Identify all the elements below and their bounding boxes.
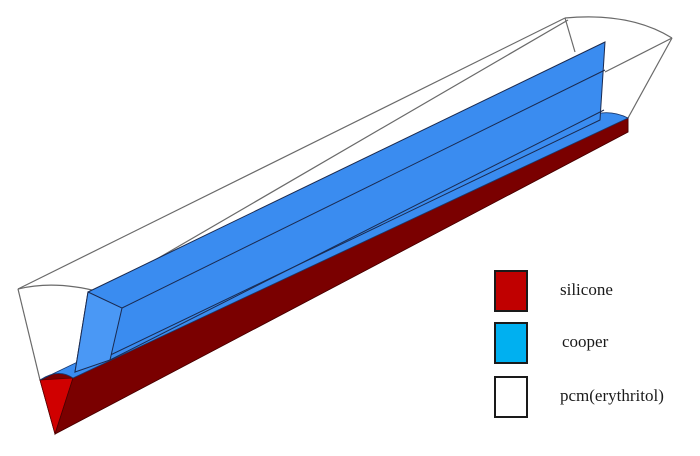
legend-item-silicone: silicone [494, 270, 694, 312]
silicone-swatch [494, 270, 528, 312]
legend-label: pcm(erythritol) [560, 386, 664, 405]
cooper-swatch [494, 322, 528, 364]
silicone-base [39, 117, 629, 436]
pcm-swatch [494, 376, 528, 418]
legend-label: cooper [562, 332, 609, 351]
legend-label: silicone [560, 280, 613, 299]
legend-item-pcm: pcm(erythritol) [494, 376, 694, 418]
legend-item-cooper: cooper [494, 322, 694, 364]
pcm-wireframe [17, 16, 673, 381]
copper-fin [74, 41, 606, 373]
